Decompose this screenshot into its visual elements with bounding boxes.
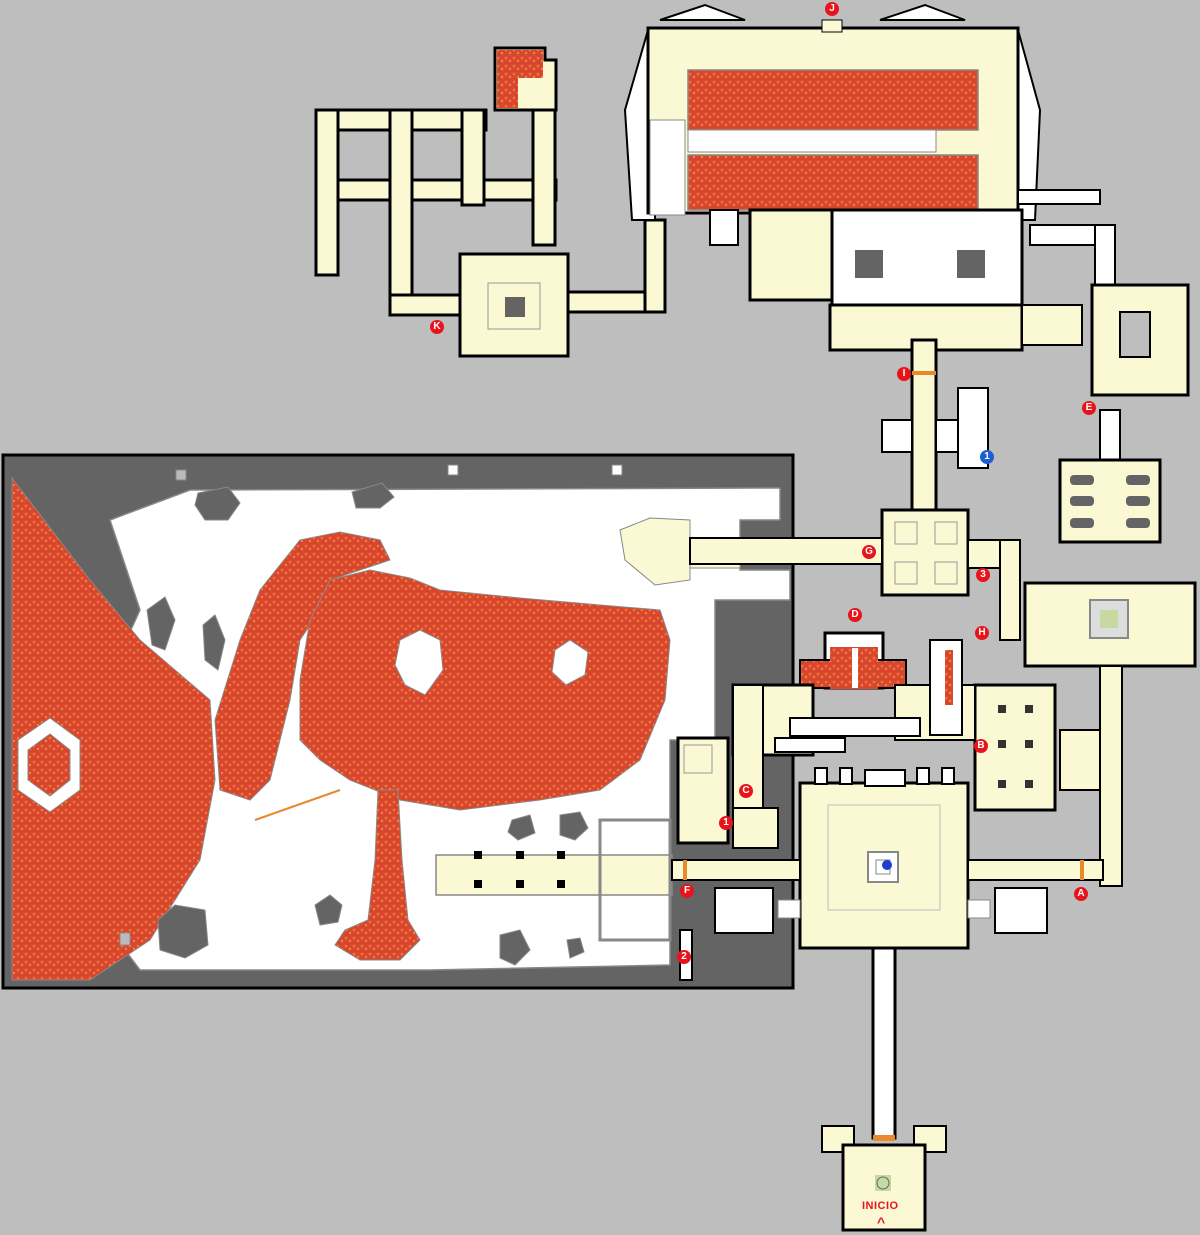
marker-1-blue: 1 [980,450,994,464]
marker-1-red: 1 [719,816,733,830]
top-hall [623,3,1101,221]
room-e [1023,409,1197,887]
corridor-i [881,338,989,512]
marker-2: 2 [677,950,691,964]
room-b [894,639,1101,812]
room-g [689,508,1021,641]
start-arrow-icon: ^ [877,1214,886,1230]
room-d [799,631,907,690]
marker-e: E [1082,401,1096,415]
central-hall [671,767,1104,981]
marker-a: A [1074,887,1088,901]
marker-k: K [430,320,444,334]
marker-c: C [739,784,753,798]
marker-d: D [848,608,862,622]
marker-i: I [897,367,911,381]
marker-g: G [862,545,876,559]
start-area [821,946,947,1232]
room-k [458,218,667,358]
marker-f: F [680,884,694,898]
upper-mid-hall [709,208,1190,397]
marker-h: H [975,626,989,640]
start-label: INICIO [862,1200,899,1212]
marker-b: B [974,739,988,753]
cave-area [1,453,795,990]
marker-j: J [825,2,839,16]
room-c [676,683,921,849]
grid-maze [314,46,558,317]
marker-3: 3 [976,568,990,582]
